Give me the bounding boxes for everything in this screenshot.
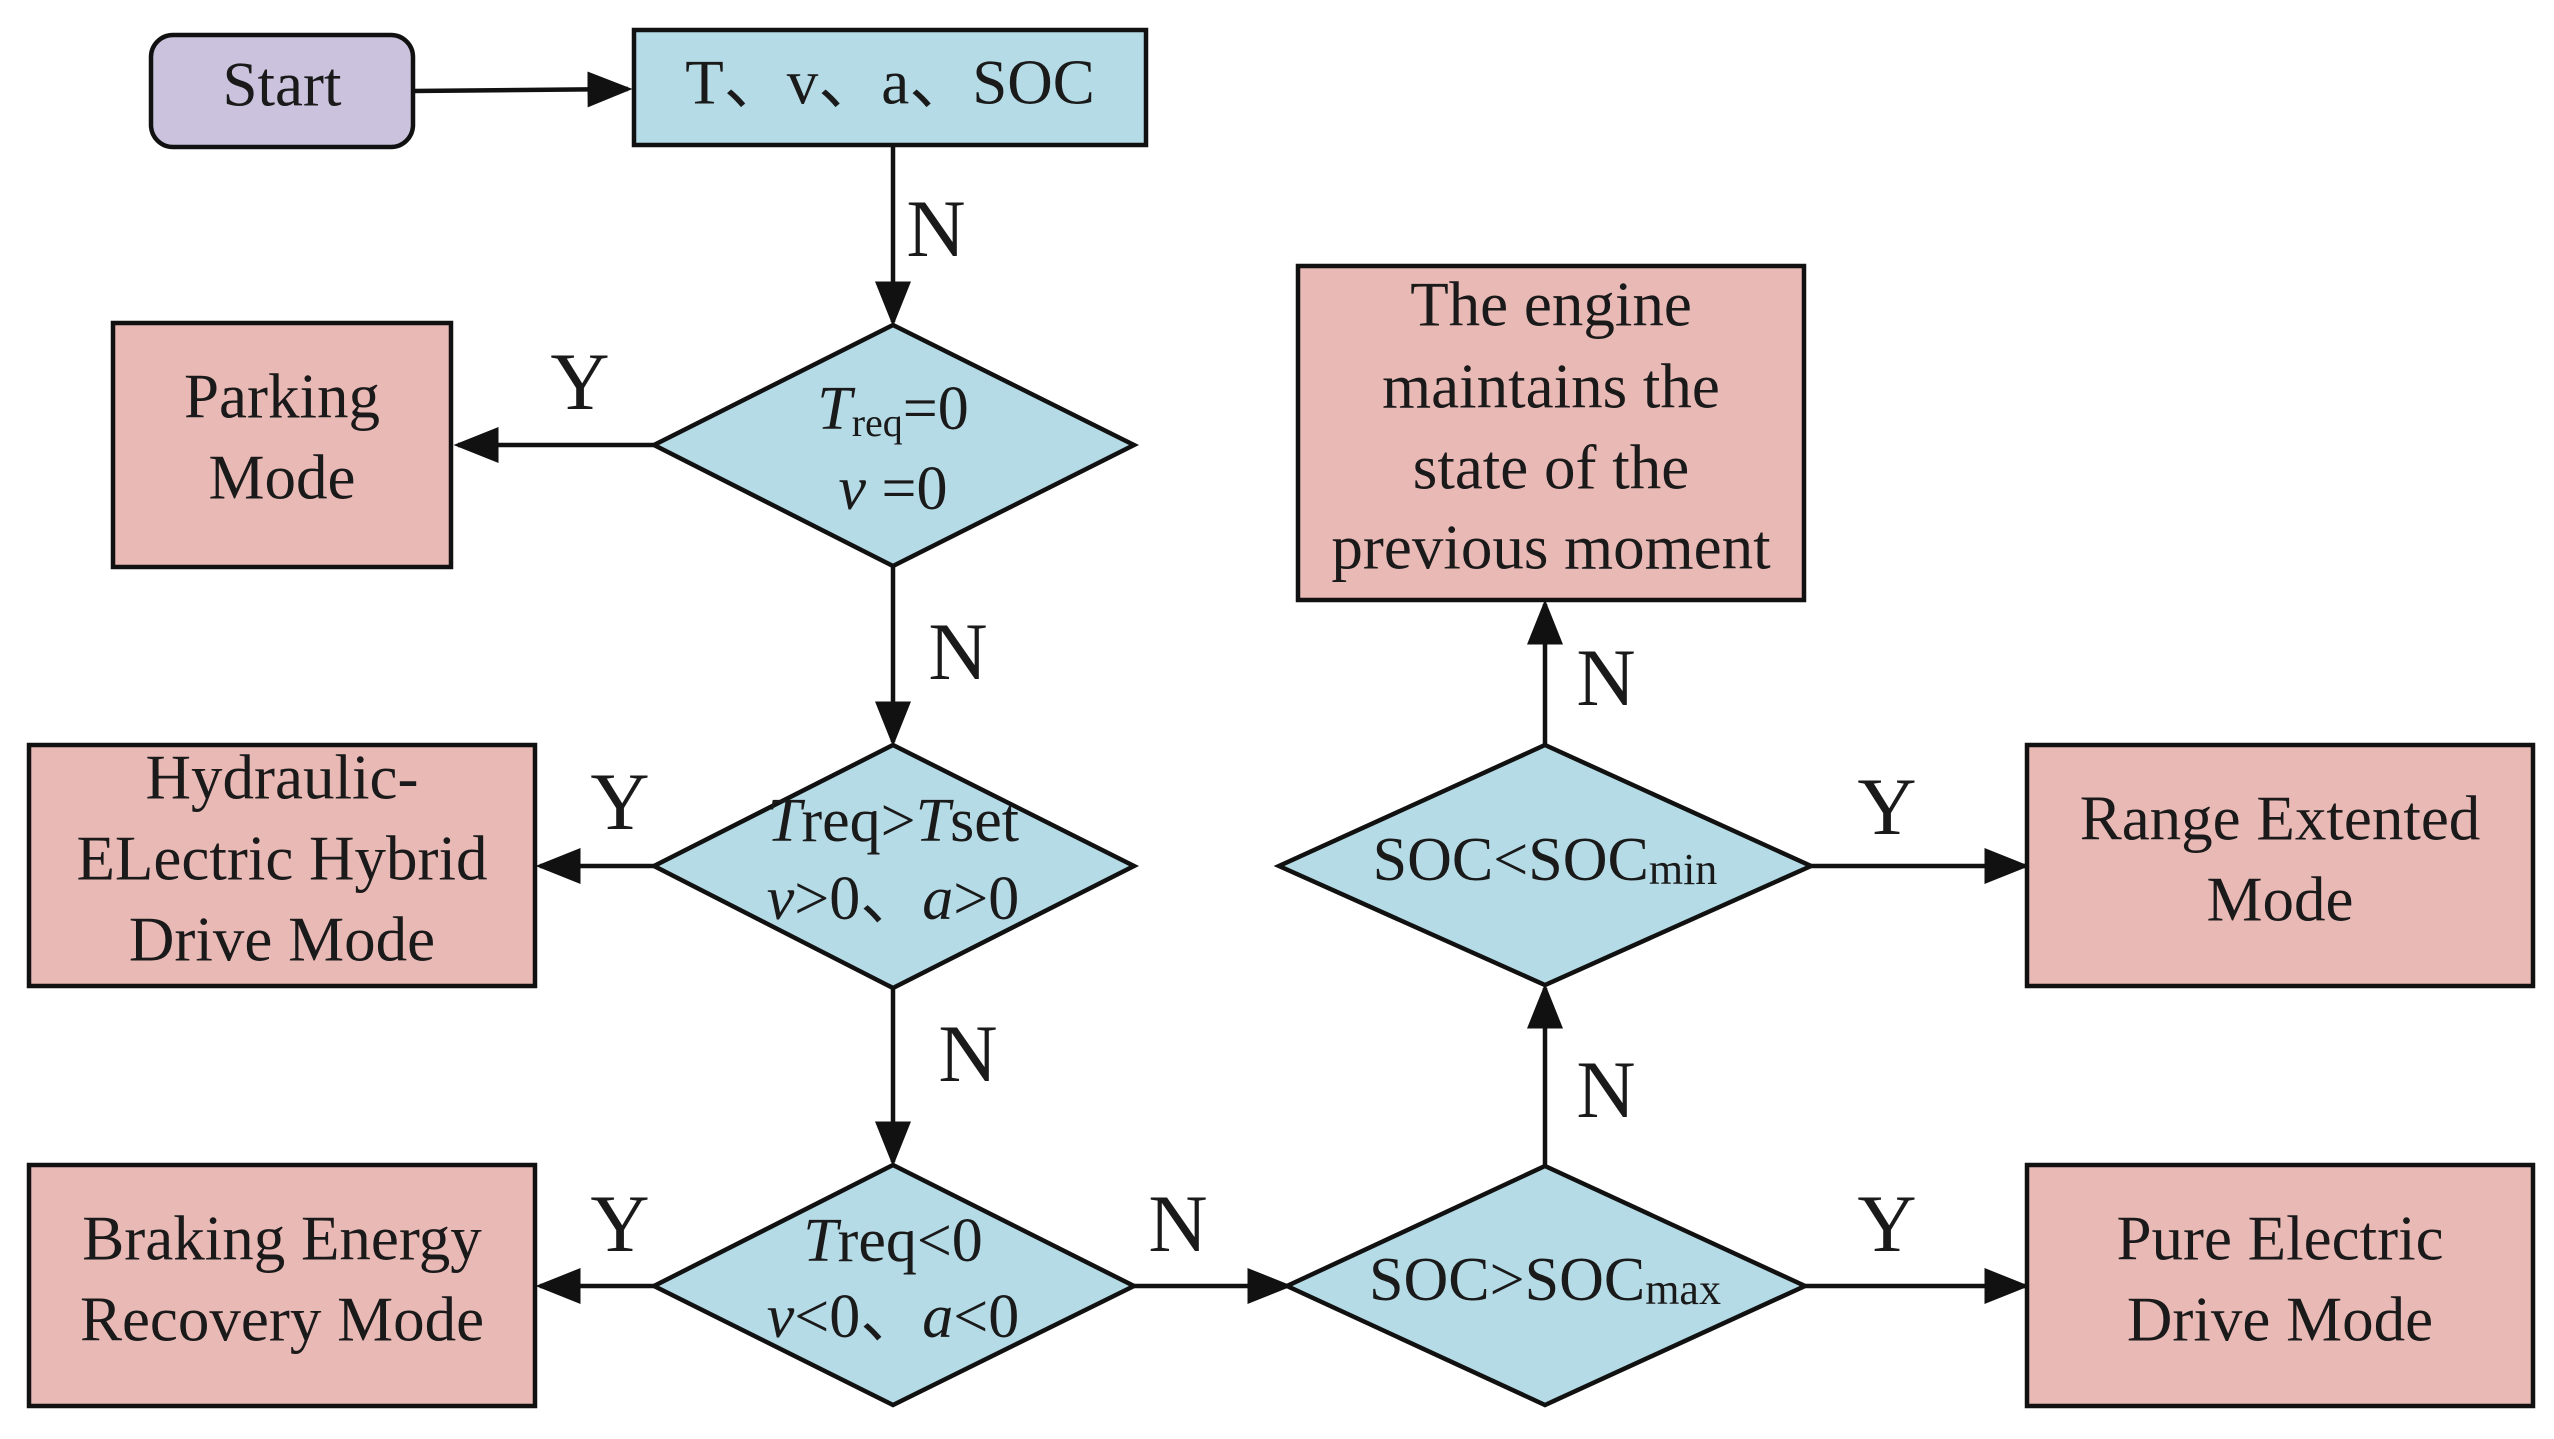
decision-braking: Treq<0 v<0、a<0 [648, 1162, 1140, 1408]
edge-labels: N Y N Y N Y N Y N Y N [550, 183, 1916, 1269]
decision-soc-min-label: SOC<SOCmin [1373, 826, 1718, 894]
range-extended-mode: Range Extented Mode [2024, 742, 2536, 989]
edge-label-d2-y: Y [590, 756, 649, 847]
connectors [411, 71, 2030, 1304]
edge-label-d4-n: N [1576, 1044, 1635, 1135]
edge-label-inputs-n: N [906, 183, 965, 274]
decision-stationary: Treq=0 v =0 [649, 322, 1140, 569]
edge-label-d3-y: Y [590, 1178, 649, 1269]
decision-soc-max-shape [1281, 1163, 1811, 1408]
edge-label-d2-n: N [938, 1008, 997, 1099]
decision-stationary-line2: v =0 [839, 455, 948, 523]
pure-electric-mode: Pure Electric Drive Mode [2024, 1162, 2536, 1409]
engine-hold-state: The engine maintains the state of the pr… [1295, 263, 1807, 603]
decision-braking-line1: Treq<0 [803, 1207, 983, 1275]
decision-braking-line2: v<0、a<0 [767, 1283, 1019, 1351]
edge-label-d1-n: N [928, 606, 987, 697]
inputs-box [631, 27, 1149, 148]
engine-hold-state-line2: maintains the [1382, 351, 1720, 421]
pure-electric-mode-line2: Drive Mode [2127, 1284, 2433, 1354]
start-box [148, 32, 416, 150]
edge-label-d1-y: Y [550, 336, 609, 427]
engine-hold-state-line4: previous moment [1331, 512, 1771, 582]
decision-soc-min: SOC<SOCmin [1273, 742, 1817, 988]
connector-start-to-inputs [411, 71, 633, 108]
braking-recovery-mode-line1: Braking Energy [82, 1203, 482, 1273]
decision-drive-shape [649, 742, 1139, 991]
pure-electric-mode-box [2024, 1162, 2536, 1409]
edge-label-d5-y: Y [1857, 761, 1916, 852]
parking-mode-line1: Parking [184, 361, 380, 431]
inputs-node: T、v、a、SOC [631, 27, 1149, 148]
hybrid-drive-mode-line2: ELectric Hybrid [76, 823, 487, 893]
hybrid-drive-mode-box [26, 742, 538, 989]
start-label: Start [223, 49, 342, 119]
decision-soc-min-shape [1273, 742, 1817, 988]
range-extended-mode-line2: Mode [2207, 864, 2354, 934]
parking-mode-box [110, 320, 454, 570]
range-extended-mode-box [2024, 742, 2536, 989]
decision-drive-line2: v>0、a>0 [767, 865, 1019, 933]
braking-recovery-mode-line2: Recovery Mode [80, 1284, 484, 1354]
inputs-label: T、v、a、SOC [685, 47, 1095, 117]
decision-drive: Treq>Tset v>0、a>0 [649, 742, 1139, 991]
hybrid-drive-mode: Hydraulic- ELectric Hybrid Drive Mode [26, 742, 538, 989]
decision-stationary-shape [649, 322, 1140, 569]
parking-mode-line2: Mode [209, 442, 356, 512]
start-node: Start [148, 32, 416, 150]
decision-braking-shape [648, 1162, 1140, 1408]
engine-hold-state-box [1295, 263, 1807, 603]
edge-label-d5-n: N [1576, 632, 1635, 723]
decision-drive-line1: Treq>Tset [767, 787, 1019, 855]
edge-label-d3-n: N [1148, 1178, 1207, 1269]
engine-hold-state-line3: state of the [1413, 432, 1689, 502]
hybrid-drive-mode-line1: Hydraulic- [146, 742, 419, 812]
decision-soc-max-label: SOC>SOCmax [1369, 1246, 1721, 1314]
braking-recovery-mode-box [26, 1162, 538, 1409]
parking-mode: Parking Mode [110, 320, 454, 570]
hybrid-drive-mode-line3: Drive Mode [129, 904, 435, 974]
engine-hold-state-line1: The engine [1410, 269, 1692, 339]
decision-soc-max: SOC>SOCmax [1281, 1163, 1811, 1408]
braking-recovery-mode: Braking Energy Recovery Mode [26, 1162, 538, 1409]
range-extended-mode-line1: Range Extented [2080, 783, 2481, 853]
edge-label-d4-y: Y [1857, 1178, 1916, 1269]
pure-electric-mode-line1: Pure Electric [2116, 1203, 2443, 1273]
decision-stationary-line1: Treq=0 [817, 375, 969, 445]
